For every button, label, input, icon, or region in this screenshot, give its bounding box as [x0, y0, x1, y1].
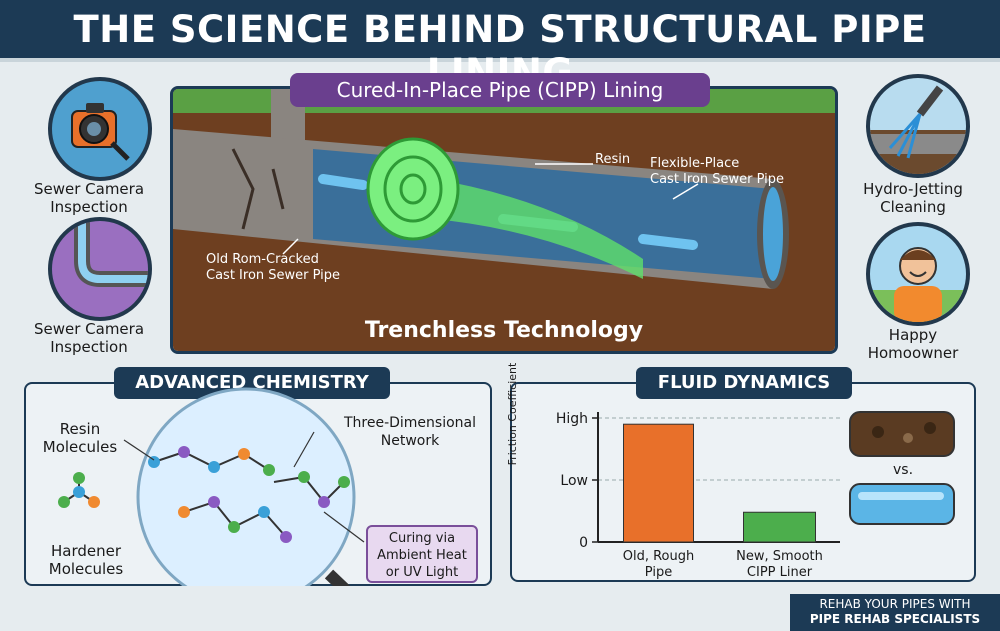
- left-label-1-line2: Inspection: [50, 198, 128, 216]
- resin-molecules-line1: Resin: [59, 420, 101, 438]
- x-tick-label: CIPP Liner: [747, 565, 813, 580]
- old-pipe-line2: Cast Iron Sewer Pipe: [206, 268, 341, 283]
- y-tick-label: Low: [560, 473, 588, 489]
- fluid-tab: FLUID DYNAMICS: [636, 367, 852, 399]
- right-label-1-line1: Hydro-Jetting: [863, 180, 963, 198]
- title-bar: THE SCIENCE BEHIND STRUCTURAL PIPE LININ…: [0, 0, 1000, 94]
- right-label-2-line2: Homoowner: [867, 344, 959, 362]
- left-label-2-line1: Sewer Camera: [33, 320, 145, 338]
- pipe-comparison: [849, 411, 955, 525]
- homeowner-icon: [866, 222, 970, 326]
- bar-cipp-liner: [743, 511, 816, 543]
- y-axis-label: Friction Coefficient: [506, 362, 519, 466]
- left-label-2-line2: Inspection: [50, 338, 128, 356]
- old-pipe-line1: Old Rom-Cracked: [206, 252, 319, 267]
- trenchless-caption: Trenchless Technology: [364, 318, 644, 343]
- x-tick-label: New, Smooth: [736, 549, 823, 564]
- resin-label: Resin: [595, 152, 631, 167]
- hardener-molecules-line1: Hardener: [50, 542, 122, 560]
- left-label-1: Sewer Camera Inspection: [24, 180, 154, 216]
- curing-box: Curing via Ambient Heat or UV Light: [366, 525, 478, 583]
- resin-molecules-label: Resin Molecules: [38, 420, 122, 456]
- network-line1: Three-Dimensional: [343, 415, 477, 431]
- cipp-illustration: [170, 86, 838, 354]
- old-pipe-label: Old Rom-Cracked Cast Iron Sewer Pipe: [206, 252, 340, 284]
- hardener-molecules-line2: Molecules: [48, 560, 124, 578]
- flexible-pipe-line2: Cast Iron Sewer Pipe: [650, 172, 785, 187]
- network-line2: Network: [380, 433, 440, 449]
- flexible-pipe-label: Flexible-Place Cast Iron Sewer Pipe: [650, 156, 784, 188]
- y-tick-label: 0: [579, 535, 588, 551]
- right-label-1-line2: Cleaning: [880, 198, 946, 216]
- left-label-1-line1: Sewer Camera: [33, 180, 145, 198]
- x-tick-label: Pipe: [645, 565, 672, 580]
- curing-line1: Curing via: [388, 531, 456, 546]
- molecule-network-illustration: [58, 387, 365, 586]
- bar-old-pipe: [623, 423, 694, 543]
- left-label-2: Sewer Camera Inspection: [24, 320, 154, 356]
- vs-label: vs.: [893, 462, 914, 478]
- hardener-molecules-label: Hardener Molecules: [40, 542, 132, 578]
- main-title: THE SCIENCE BEHIND STRUCTURAL PIPE LININ…: [73, 8, 927, 94]
- footer-banner: REHAB YOUR PIPES WITH PIPE REHAB SPECIAL…: [790, 594, 1000, 631]
- footer-line2: PIPE REHAB SPECIALISTS: [809, 612, 981, 626]
- right-label-1: Hydro-Jetting Cleaning: [848, 180, 978, 216]
- x-tick-label: Old, Rough: [623, 549, 695, 564]
- right-label-2: Happy Homoowner: [848, 326, 978, 362]
- water-jet-icon: [866, 74, 970, 178]
- cipp-tab: Cured-In-Place Pipe (CIPP) Lining: [290, 73, 710, 107]
- network-label: Three-Dimensional Network: [330, 414, 490, 450]
- pipe-bend-icon: [48, 217, 152, 321]
- right-label-2-line1: Happy: [888, 326, 938, 344]
- curing-line3: or UV Light: [385, 565, 459, 580]
- flexible-pipe-line1: Flexible-Place: [650, 156, 740, 171]
- footer-line1: REHAB YOUR PIPES WITH: [819, 597, 971, 611]
- y-tick-label: High: [556, 411, 588, 427]
- camera-icon: [48, 77, 152, 181]
- resin-molecules-line2: Molecules: [42, 438, 118, 456]
- curing-line2: Ambient Heat: [377, 548, 467, 563]
